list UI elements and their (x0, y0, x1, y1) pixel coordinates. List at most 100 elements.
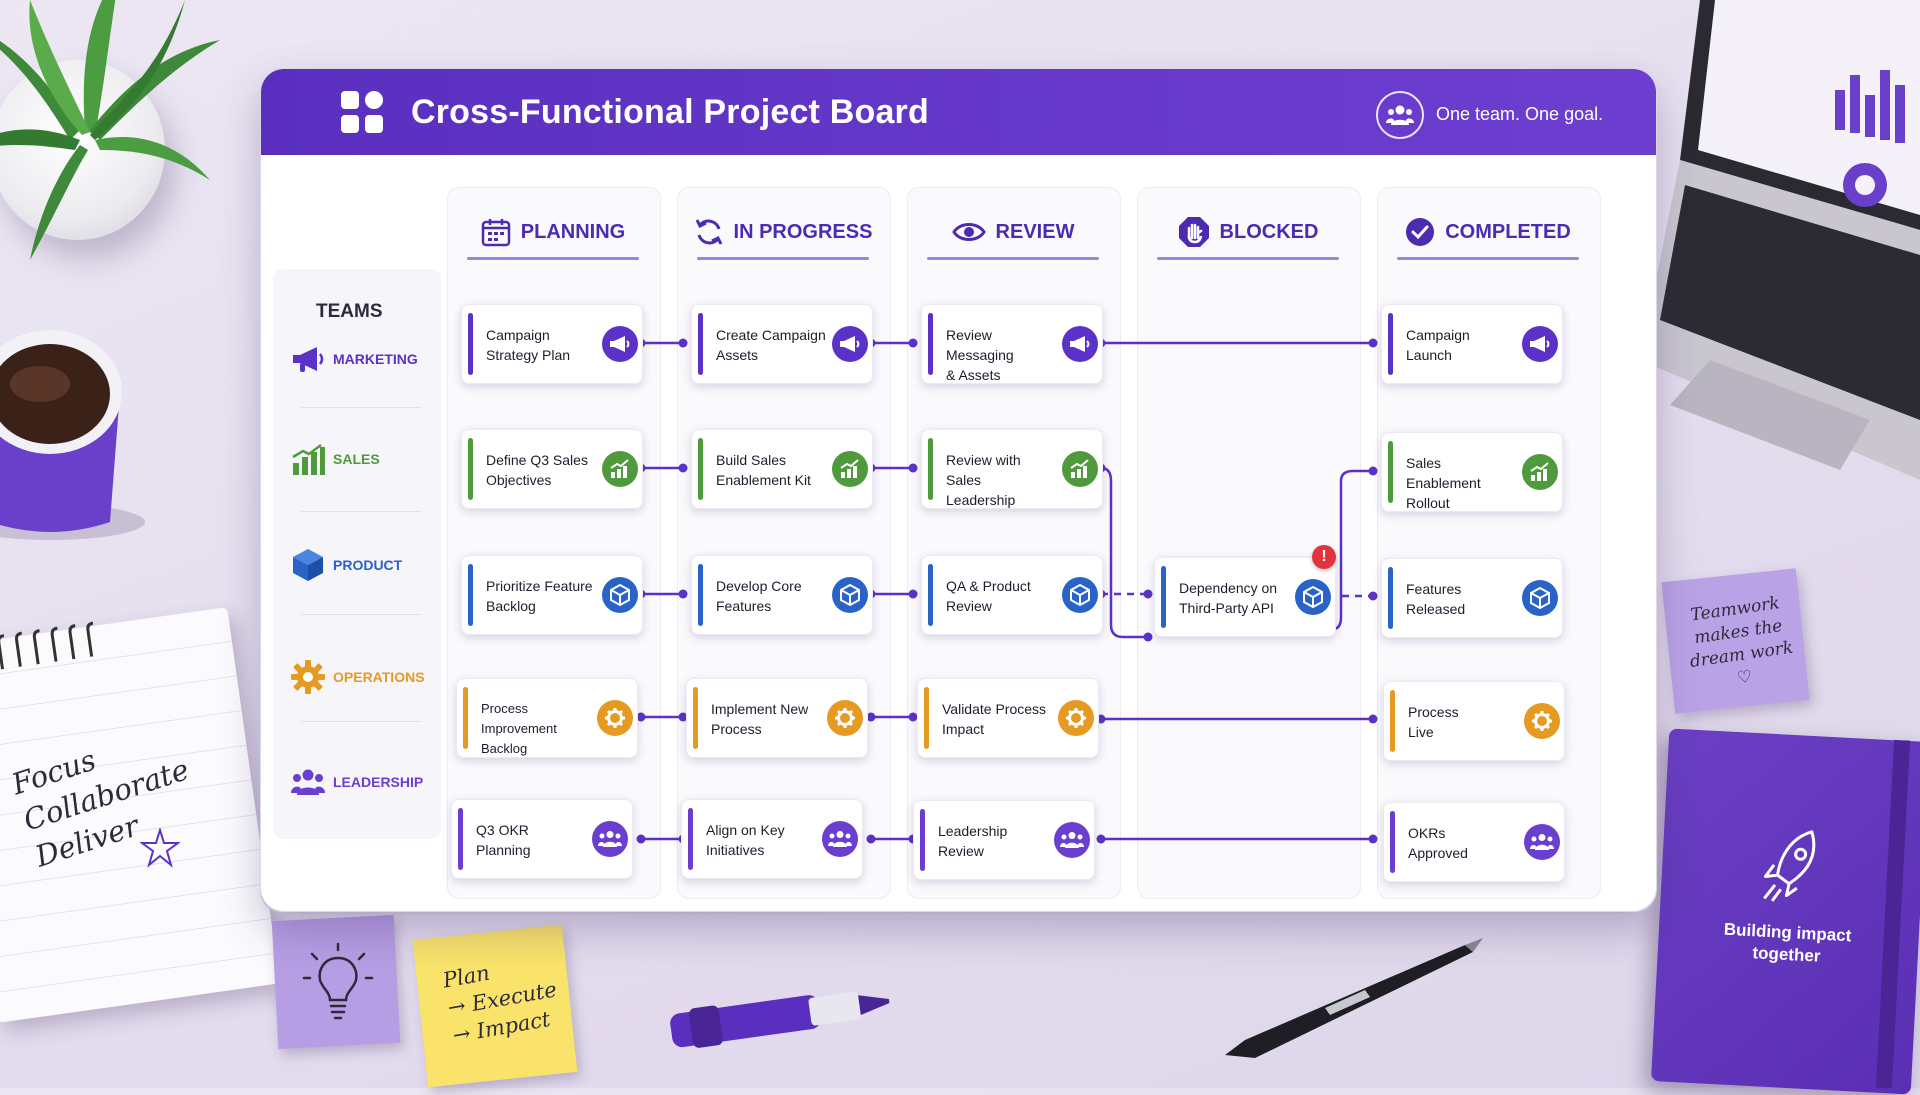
card-operations-planning[interactable]: Process Improvement Backlog (456, 678, 638, 758)
team-row-marketing[interactable]: MARKETING (291, 339, 441, 379)
card-line: Strategy Plan (486, 347, 571, 363)
card-line: Create Campaign (716, 327, 826, 343)
card-line: Sales Enablement (1406, 455, 1481, 491)
card-leadership-planning[interactable]: Q3 OKR Planning (451, 799, 633, 879)
card-accent-bar (698, 564, 703, 626)
growth-chart-icon (832, 451, 868, 487)
card-leadership-review[interactable]: Leadership Review (913, 800, 1095, 880)
column-header-in-progress[interactable]: IN PROGRESS (677, 207, 889, 257)
card-line: Features (1406, 581, 1462, 597)
coffee-mug-icon (0, 330, 145, 540)
card-line: Validate Process (942, 701, 1047, 717)
growth-chart-icon (1522, 454, 1558, 490)
card-line: Third-Party API (1179, 600, 1274, 616)
card-line: Process (1408, 704, 1459, 720)
card-line: & Assets (946, 367, 1001, 383)
card-line: Review (938, 843, 984, 859)
team-row-operations[interactable]: OPERATIONS (291, 657, 441, 697)
card-operations-completed[interactable]: Process Live (1383, 681, 1565, 761)
card-sales-in-progress[interactable]: Build Sales Enablement Kit (691, 429, 873, 509)
book-cover-text: Building impact together (1711, 918, 1863, 970)
card-marketing-planning[interactable]: Campaign Strategy Plan (461, 304, 643, 384)
card-title: Create Campaign Assets (716, 325, 828, 365)
card-title: Align on Key Initiatives (706, 820, 818, 860)
laptop-icon (1640, 0, 1920, 480)
card-title: Process Live (1408, 702, 1520, 742)
card-accent-bar (928, 438, 933, 500)
column-label: BLOCKED (1219, 220, 1319, 243)
divider (697, 257, 869, 260)
card-line: Campaign (486, 327, 550, 343)
cube-icon (832, 577, 868, 613)
divider (467, 257, 639, 260)
column-header-blocked[interactable]: BLOCKED (1137, 207, 1359, 257)
card-title: Q3 OKR Planning (476, 820, 588, 860)
card-sales-planning[interactable]: Define Q3 Sales Objectives (461, 429, 643, 509)
column-label: COMPLETED (1445, 220, 1571, 243)
card-leadership-in-progress[interactable]: Align on Key Initiatives (681, 799, 863, 879)
card-line: Launch (1406, 347, 1452, 363)
megaphone-icon (602, 326, 638, 362)
card-sales-review[interactable]: Review with Sales Leadership (921, 429, 1103, 509)
gear-icon (597, 700, 633, 736)
team-label-marketing: MARKETING (333, 351, 418, 367)
card-line: Campaign (1406, 327, 1470, 343)
card-accent-bar (463, 687, 468, 749)
divider (1397, 257, 1579, 260)
card-title: Campaign Strategy Plan (486, 325, 598, 365)
marker-icon (670, 991, 890, 1048)
card-line: Develop Core (716, 578, 802, 594)
card-line: Implement New (711, 701, 809, 717)
growth-chart-icon (1062, 451, 1098, 487)
card-title: Features Released (1406, 579, 1518, 619)
card-leadership-completed[interactable]: OKRs Approved (1383, 802, 1565, 882)
card-title: Sales Enablement Rollout (1406, 453, 1518, 513)
calendar-icon (481, 219, 511, 247)
team-row-leadership[interactable]: LEADERSHIP (291, 762, 441, 802)
card-marketing-in-progress[interactable]: Create Campaign Assets (691, 304, 873, 384)
team-row-product[interactable]: PRODUCT (291, 545, 441, 585)
card-accent-bar (693, 687, 698, 749)
card-line: Process (711, 721, 762, 737)
people-icon (822, 821, 858, 857)
card-line: Released (1406, 601, 1466, 617)
card-accent-bar (698, 313, 703, 375)
cube-icon (293, 549, 323, 581)
column-header-review[interactable]: REVIEW (907, 207, 1119, 257)
cube-icon (1295, 579, 1331, 615)
card-product-in-progress[interactable]: Develop Core Features (691, 555, 873, 635)
card-title: Prioritize Feature Backlog (486, 576, 598, 616)
card-product-planning[interactable]: Prioritize Feature Backlog (461, 555, 643, 635)
card-line: Review Messaging (946, 327, 1014, 363)
card-title: Define Q3 Sales Objectives (486, 450, 598, 490)
card-line: Planning (476, 842, 531, 858)
divider (301, 721, 421, 722)
card-product-review[interactable]: QA & Product Review (921, 555, 1103, 635)
gear-icon (291, 660, 325, 694)
team-row-sales[interactable]: SALES (291, 439, 441, 479)
people-icon (1524, 824, 1560, 860)
card-sales-completed[interactable]: Sales Enablement Rollout (1381, 432, 1563, 512)
plant-icon (0, 0, 220, 260)
card-title: Implement New Process (711, 699, 823, 739)
card-marketing-review[interactable]: Review Messaging & Assets (921, 304, 1103, 384)
team-label-operations: OPERATIONS (333, 669, 425, 685)
card-product-completed[interactable]: Features Released (1381, 558, 1563, 638)
card-operations-in-progress[interactable]: Implement New Process (686, 678, 868, 758)
column-completed (1377, 187, 1601, 899)
card-marketing-completed[interactable]: Campaign Launch (1381, 304, 1563, 384)
card-product-blocked[interactable]: Dependency on Third-Party API (1154, 557, 1336, 637)
sticky-note-purple-text: Teamwork makes the dream work ♡ (1674, 590, 1806, 698)
card-operations-review[interactable]: Validate Process Impact (917, 678, 1099, 758)
column-in-progress (677, 187, 891, 899)
card-line: Approved (1408, 845, 1468, 861)
column-review (907, 187, 1121, 899)
divider (301, 407, 421, 408)
card-title: Review with Sales Leadership (946, 450, 1058, 510)
card-accent-bar (1388, 441, 1393, 503)
card-accent-bar (468, 313, 473, 375)
people-icon (1386, 105, 1414, 125)
rocket-icon (1763, 830, 1816, 902)
column-header-completed[interactable]: COMPLETED (1377, 207, 1599, 257)
column-header-planning[interactable]: PLANNING (447, 207, 659, 257)
